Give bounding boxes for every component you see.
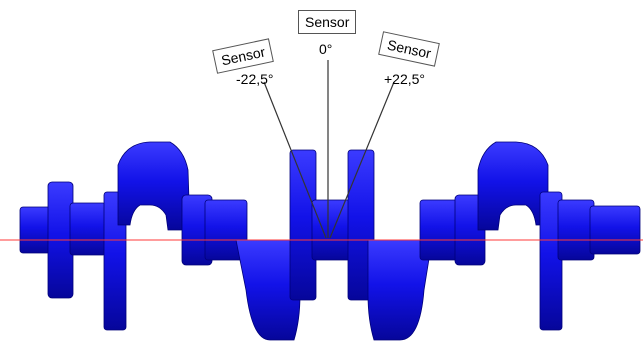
sensor-box-center: Sensor [298,10,357,34]
angle-label-center: 0° [319,41,333,57]
angle-label-left: -22,5° [236,71,274,87]
angle-label-right: +22,5° [384,71,426,87]
leader-lines [263,60,395,239]
crankshaft [19,141,641,341]
